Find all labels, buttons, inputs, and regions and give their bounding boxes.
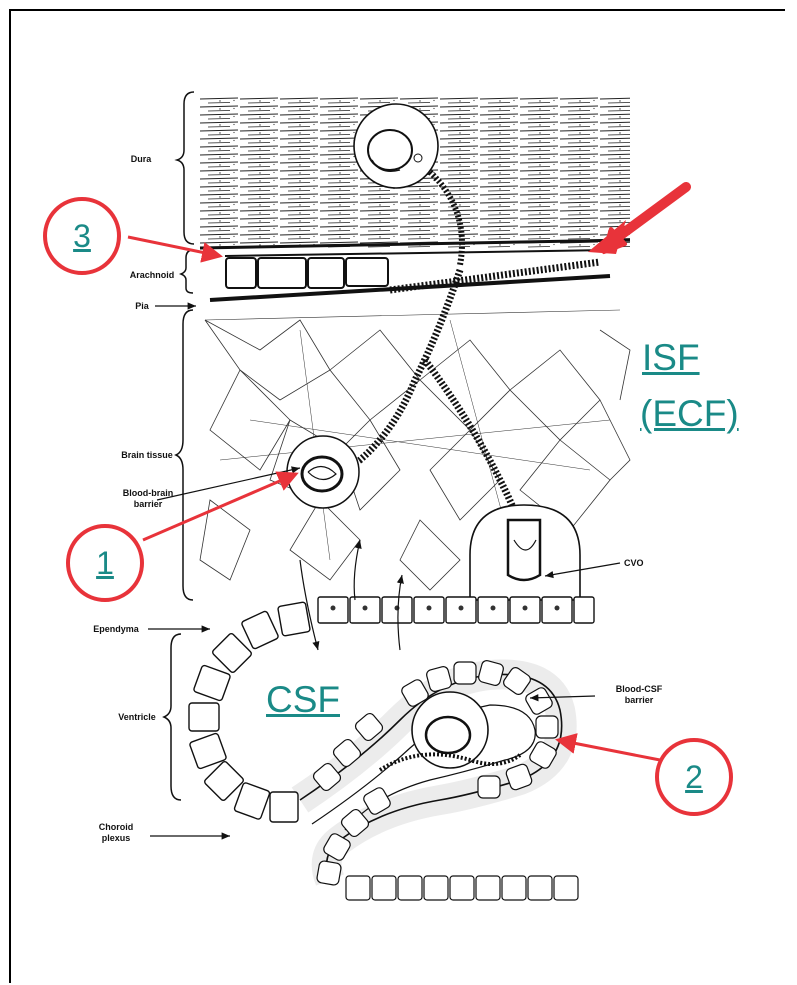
tissue-vessel	[287, 270, 520, 530]
marker-2-number[interactable]: 2	[685, 759, 703, 796]
label-dura: Dura	[121, 154, 161, 164]
label-cvo: CVO	[624, 558, 654, 568]
marker-3[interactable]: 3	[43, 197, 121, 275]
ependyma-cells	[318, 597, 594, 623]
label-blood-csf-barrier-line1: Blood-CSF	[606, 684, 672, 694]
label-blood-brain-barrier-line2: barrier	[116, 499, 180, 509]
ependyma-nuclei	[331, 606, 560, 611]
label-blood-brain-barrier-line1: Blood-brain	[116, 488, 180, 498]
marker-1-number[interactable]: 1	[96, 545, 114, 582]
bottom-cell-row	[346, 876, 578, 900]
marker-3-number[interactable]: 3	[73, 218, 91, 255]
cvo-structure	[470, 505, 580, 600]
marker-1[interactable]: 1	[66, 524, 144, 602]
label-blood-csf-barrier-line2: barrier	[606, 695, 672, 705]
label-choroid-plexus-line2: plexus	[94, 833, 138, 843]
label-ventricle: Ventricle	[112, 712, 162, 722]
label-ependyma: Ependyma	[84, 624, 148, 634]
label-arachnoid: Arachnoid	[124, 270, 180, 280]
isf-link-line2[interactable]: (ECF)	[640, 394, 739, 434]
isf-link-line1[interactable]: ISF	[642, 338, 700, 378]
layer-braces	[164, 92, 194, 800]
arachnoid-layer	[210, 250, 610, 300]
label-brain-tissue: Brain tissue	[118, 450, 176, 460]
csf-link[interactable]: CSF	[266, 680, 340, 720]
label-pia: Pia	[128, 301, 156, 311]
label-choroid-plexus-line1: Choroid	[94, 822, 138, 832]
flow-arrows	[300, 540, 402, 650]
marker-2[interactable]: 2	[655, 738, 733, 816]
